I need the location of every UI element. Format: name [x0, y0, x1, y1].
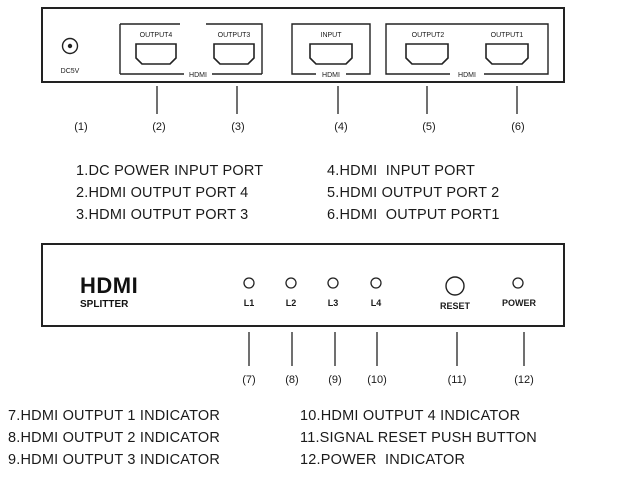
callout-5: (5) [422, 121, 435, 133]
hdmi-group-left: OUTPUT4 OUTPUT3 HDMI [119, 23, 263, 79]
hdmi-group-middle: INPUT HDMI [291, 23, 371, 80]
legend-item-9: 9.HDMI OUTPUT 3 INDICATOR [8, 452, 220, 468]
brand-splitter: SPLITTER [80, 299, 129, 310]
led-l4-icon [370, 277, 382, 289]
front-legend: 7.HDMI OUTPUT 1 INDICATOR 8.HDMI OUTPUT … [8, 408, 537, 468]
legend-item-5: 5.HDMI OUTPUT PORT 2 [327, 185, 499, 201]
hdmi-port-icon [309, 43, 353, 65]
rear-panel: DC5V OUTPUT4 OUTPUT3 HDMI INPUT HDMI OUT… [41, 7, 565, 133]
legend-item-12: 12.POWER INDICATOR [300, 452, 465, 468]
callout-10: (10) [367, 374, 387, 386]
legend-item-7: 7.HDMI OUTPUT 1 INDICATOR [8, 408, 220, 424]
dc-jack-icon [61, 37, 79, 55]
hdmi-port-icon [485, 43, 529, 65]
callout-8: (8) [285, 374, 298, 386]
power-label: POWER [502, 298, 537, 308]
legend-item-3: 3.HDMI OUTPUT PORT 3 [76, 207, 248, 223]
callout-6: (6) [511, 121, 524, 133]
legend-item-6: 6.HDMI OUTPUT PORT1 [327, 207, 500, 223]
led-l3-icon [327, 277, 339, 289]
hdmi-port-icon [135, 43, 177, 65]
front-panel: HDMI SPLITTER L1 L2 L3 L4 RESET POWER (7… [41, 243, 565, 386]
hdmi-port-icon [213, 43, 255, 65]
port-label-output1: OUTPUT1 [491, 32, 524, 39]
dc-label: DC5V [61, 68, 80, 75]
hdmi-group-label-left: HDMI [189, 72, 207, 79]
led-l1-icon [243, 277, 255, 289]
hdmi-group-right: OUTPUT2 OUTPUT1 HDMI [385, 23, 549, 80]
rear-panel-outline [41, 7, 565, 83]
reset-button-icon [445, 276, 465, 296]
port-label-input: INPUT [321, 32, 343, 39]
callout-4: (4) [334, 121, 347, 133]
led-label-l2: L2 [286, 298, 297, 308]
led-label-l3: L3 [328, 298, 339, 308]
brand-hdmi: HDMI [80, 273, 138, 298]
legend-item-4: 4.HDMI INPUT PORT [327, 163, 475, 179]
led-l2-icon [285, 277, 297, 289]
led-label-l1: L1 [244, 298, 255, 308]
port-label-output4: OUTPUT4 [140, 32, 173, 39]
callout-2: (2) [152, 121, 165, 133]
legend-item-1: 1.DC POWER INPUT PORT [76, 163, 263, 179]
legend-item-8: 8.HDMI OUTPUT 2 INDICATOR [8, 430, 220, 446]
port-label-output3: OUTPUT3 [218, 32, 251, 39]
rear-leader-lines [156, 86, 518, 114]
callout-12: (12) [514, 374, 534, 386]
hdmi-group-label-right: HDMI [458, 72, 476, 79]
led-label-l4: L4 [371, 298, 382, 308]
hdmi-port-icon [405, 43, 449, 65]
front-panel-outline [41, 243, 565, 327]
port-label-output2: OUTPUT2 [412, 32, 445, 39]
callout-9: (9) [328, 374, 341, 386]
legend-item-2: 2.HDMI OUTPUT PORT 4 [76, 185, 248, 201]
legend-item-10: 10.HDMI OUTPUT 4 INDICATOR [300, 408, 520, 424]
led-power-icon [512, 277, 524, 289]
reset-label: RESET [440, 301, 471, 311]
callout-11: (11) [448, 374, 467, 386]
legend-item-11: 11.SIGNAL RESET PUSH BUTTON [300, 430, 537, 446]
callout-7: (7) [242, 374, 255, 386]
callout-1: (1) [74, 121, 87, 133]
hdmi-group-label-middle: HDMI [322, 72, 340, 79]
rear-legend: 1.DC POWER INPUT PORT 2.HDMI OUTPUT PORT… [76, 163, 500, 223]
led-indicators [243, 277, 524, 289]
front-leader-lines [248, 332, 525, 366]
callout-3: (3) [231, 121, 244, 133]
